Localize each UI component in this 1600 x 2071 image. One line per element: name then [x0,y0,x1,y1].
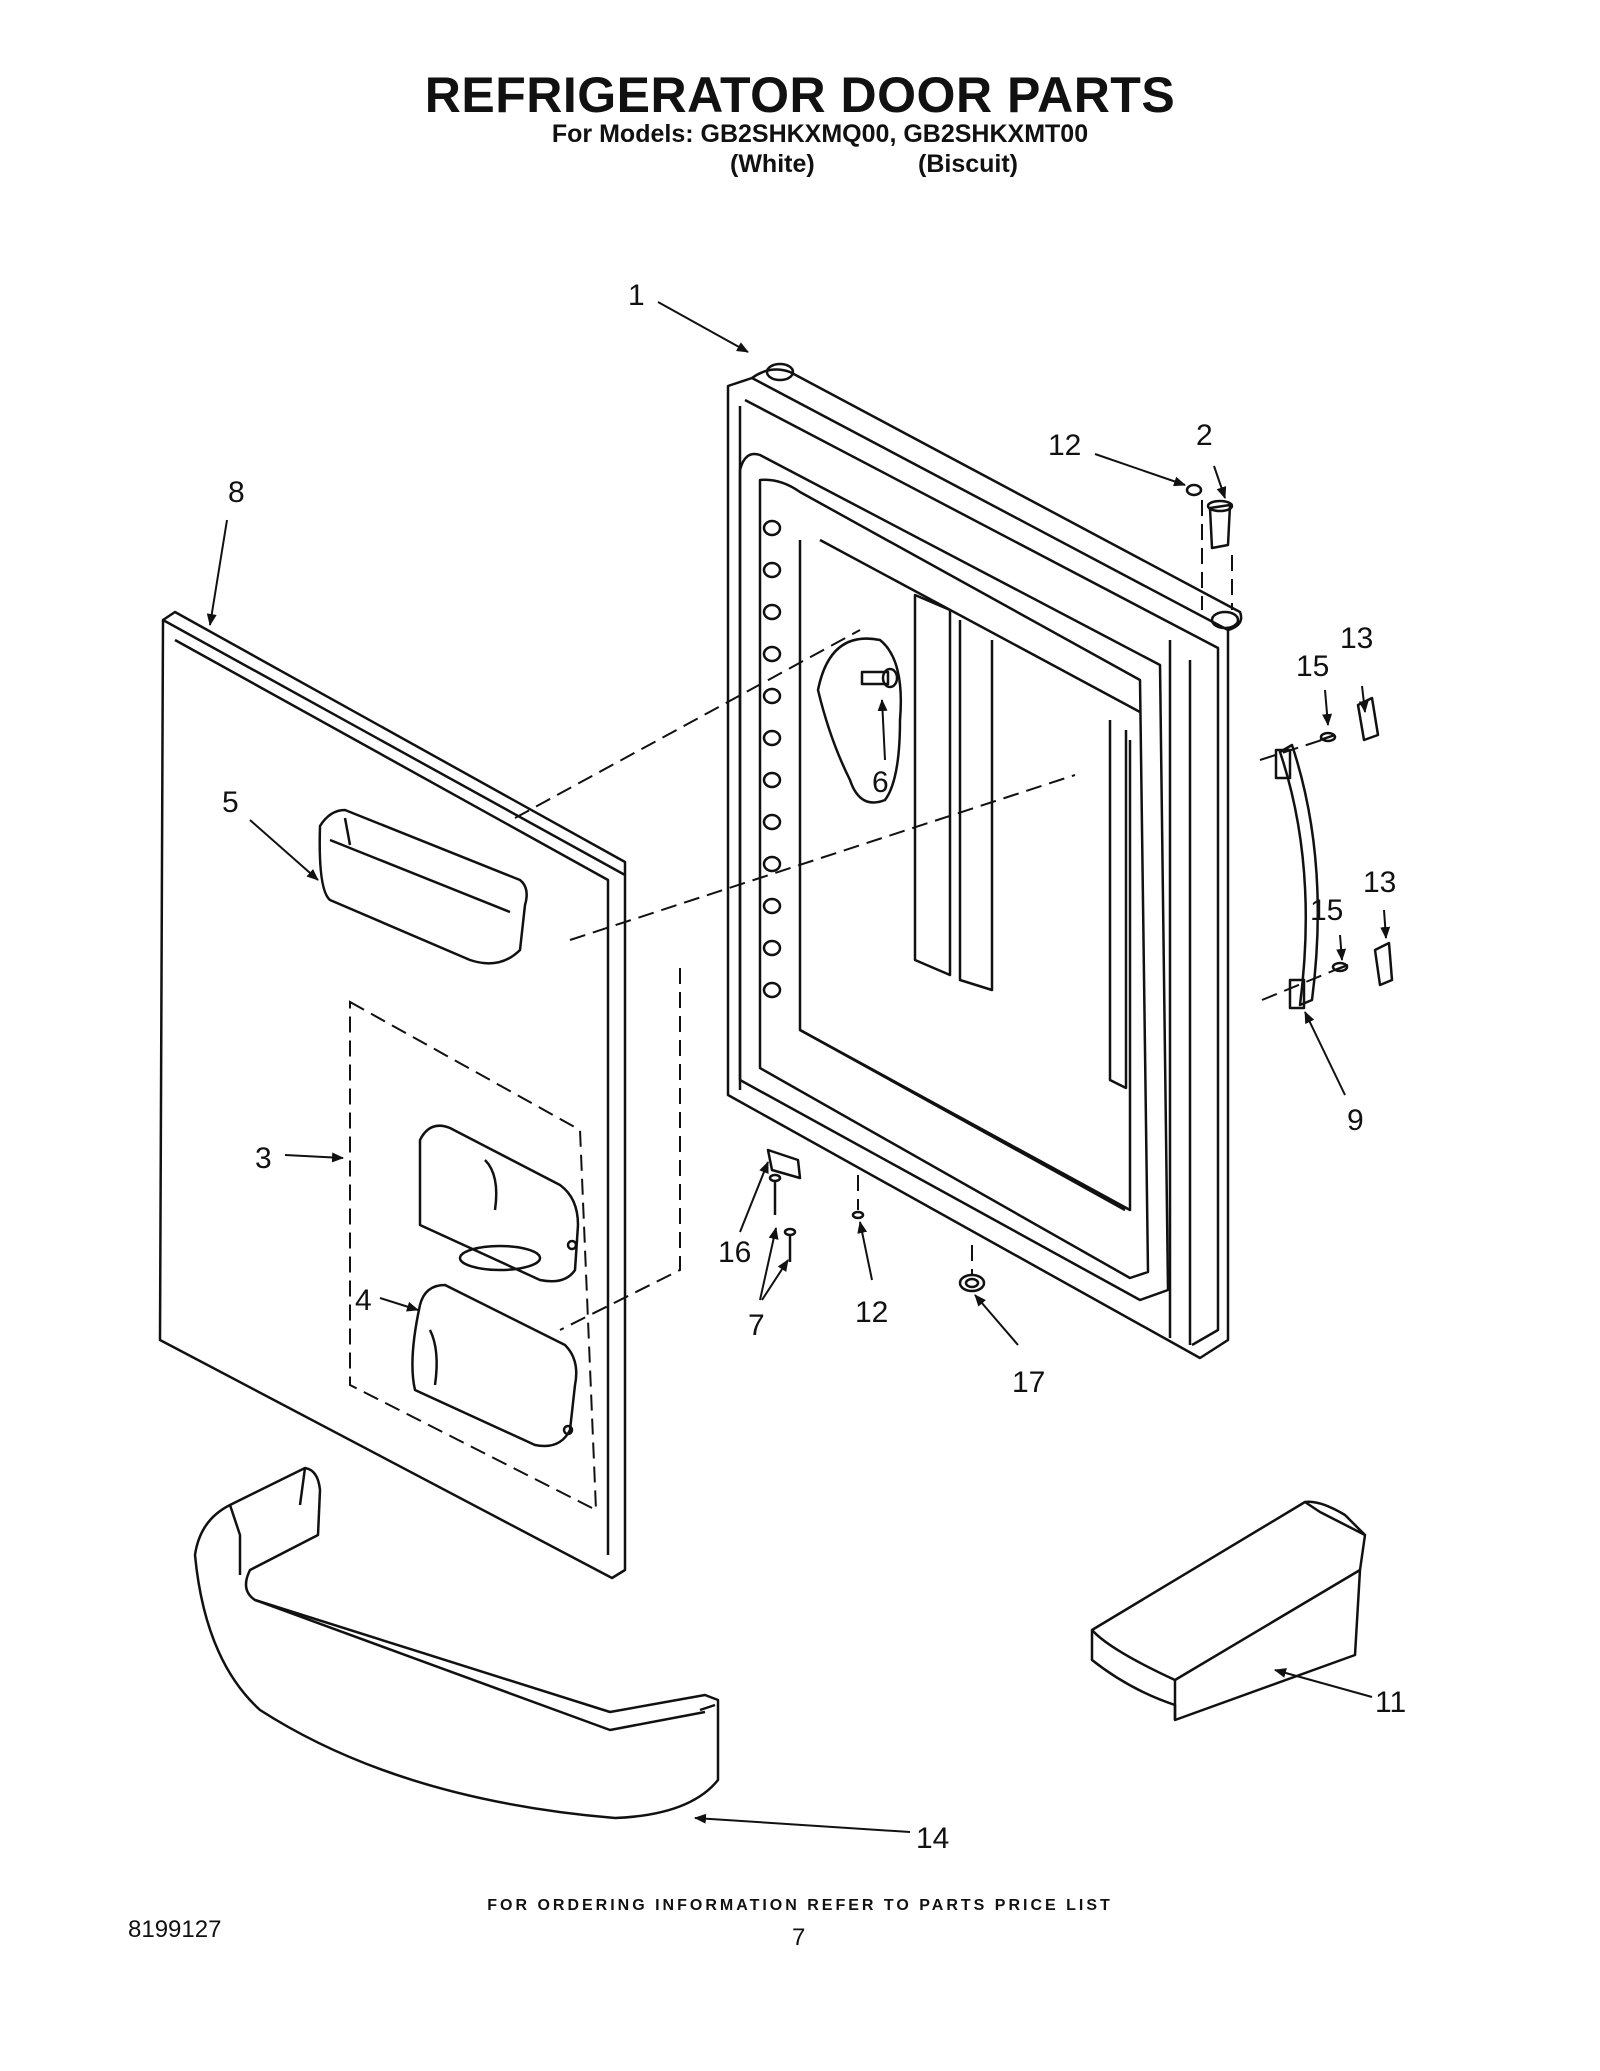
document-number: 8199127 [128,1916,222,1943]
shelf-pegs [762,519,782,999]
callout-labels: 1 2 3 4 5 6 7 8 9 11 12 12 13 13 14 15 1… [222,279,1406,1855]
callout-13-bottom: 13 [1363,866,1396,899]
color-white-label: (White) [730,150,815,178]
callout-15-top: 15 [1296,650,1329,683]
page-title: REFRIGERATOR DOOR PARTS [424,67,1176,123]
callout-9: 9 [1347,1104,1364,1137]
small-fasteners [766,483,1394,1293]
callout-8: 8 [228,476,245,509]
door-frame-part [726,362,1243,1360]
color-biscuit-label: (Biscuit) [918,150,1018,178]
callout-4: 4 [355,1284,372,1317]
dairy-door-part [418,1124,580,1283]
models-line: For Models: GB2SHKXMQ00, GB2SHKXMT00 [551,120,1089,148]
ordering-note: FOR ORDERING INFORMATION REFER TO PARTS … [487,1897,1113,1914]
assembly-lines [349,500,1336,1512]
hinge-bushing-part [1206,499,1234,550]
callout-12-top: 12 [1048,429,1081,462]
callout-13-top: 13 [1340,622,1373,655]
callout-1: 1 [628,279,645,312]
callout-17: 17 [1012,1366,1045,1399]
callout-15-bottom: 15 [1310,894,1343,927]
dairy-bin-part [411,1283,578,1448]
callout-14: 14 [916,1822,949,1855]
leader-lines [206,301,1391,1833]
door-panel-part [158,610,627,1580]
callout-2: 2 [1196,419,1213,452]
callout-11: 11 [1375,1686,1406,1719]
large-door-bin-part [193,1466,720,1820]
callout-3: 3 [255,1142,272,1175]
small-bin-part [318,808,528,965]
callout-12-bottom: 12 [855,1296,888,1329]
door-liner-part [738,452,1170,1302]
small-door-bin-part [1090,1500,1367,1722]
callout-7: 7 [748,1309,765,1342]
callout-6: 6 [872,766,889,799]
page-number: 7 [792,1924,806,1951]
door-handle-part [1274,743,1319,1010]
callout-16: 16 [718,1236,751,1269]
callout-5: 5 [222,786,239,819]
door-cam-part [816,637,903,804]
